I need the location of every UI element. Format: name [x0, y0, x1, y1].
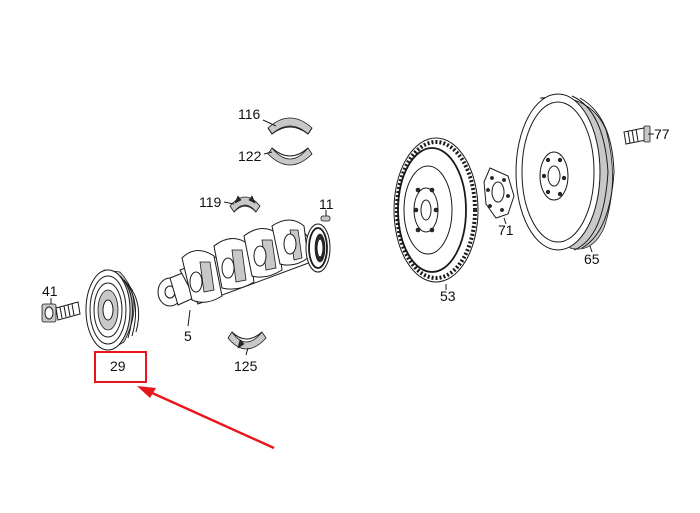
label-71: 71 [498, 222, 514, 238]
label-65: 65 [584, 251, 600, 267]
label-77: 77 [654, 126, 670, 142]
label-116: 116 [238, 106, 261, 122]
leader-65 [589, 245, 593, 253]
label-5: 5 [184, 328, 192, 344]
leader-125 [245, 347, 249, 356]
label-41: 41 [42, 283, 58, 299]
label-53: 53 [440, 288, 456, 304]
drive-plate-65[interactable] [515, 93, 615, 251]
highlight-box-29 [94, 351, 147, 383]
damper-pulley-29[interactable] [85, 269, 140, 351]
label-119: 119 [199, 194, 222, 210]
label-122: 122 [238, 148, 262, 164]
pin-11[interactable] [320, 215, 331, 222]
spacer-plate-71[interactable] [483, 167, 515, 219]
thrust-bearing-119[interactable] [229, 195, 261, 213]
leader-71 [503, 217, 507, 225]
leader-122 [263, 151, 273, 155]
flexplate-53[interactable] [393, 137, 479, 283]
bearing-shell-122[interactable] [267, 147, 313, 166]
leader-5 [187, 309, 191, 327]
label-29: 29 [110, 358, 126, 374]
crankshaft-5[interactable] [157, 219, 331, 307]
bolt-77[interactable] [623, 125, 651, 145]
leader-119 [223, 201, 235, 205]
leader-116 [262, 119, 277, 127]
label-125: 125 [234, 358, 258, 374]
callout-arrow [137, 386, 275, 450]
bearing-shell-125[interactable] [227, 331, 267, 350]
label-11: 11 [319, 196, 334, 212]
bearing-shell-116[interactable] [267, 117, 313, 135]
bolt-41[interactable] [41, 301, 81, 323]
